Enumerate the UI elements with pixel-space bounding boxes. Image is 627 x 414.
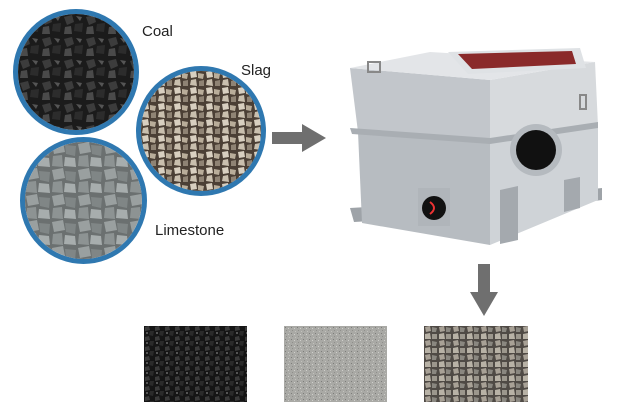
slag-label: Slag: [241, 62, 272, 79]
coal-output-image: [144, 326, 247, 402]
arrow-down-icon: [470, 264, 498, 316]
limestone-label: Limestone: [155, 222, 225, 239]
gravel-output-image: [424, 326, 528, 402]
slag-material-image: [136, 66, 266, 196]
sand-output-image: [284, 326, 387, 402]
limestone-material-image: [20, 137, 147, 264]
coal-material-image: [13, 9, 139, 135]
coal-label: Coal: [142, 23, 173, 40]
arrow-right-icon: [272, 124, 326, 152]
crusher-machine-image: [350, 48, 602, 245]
